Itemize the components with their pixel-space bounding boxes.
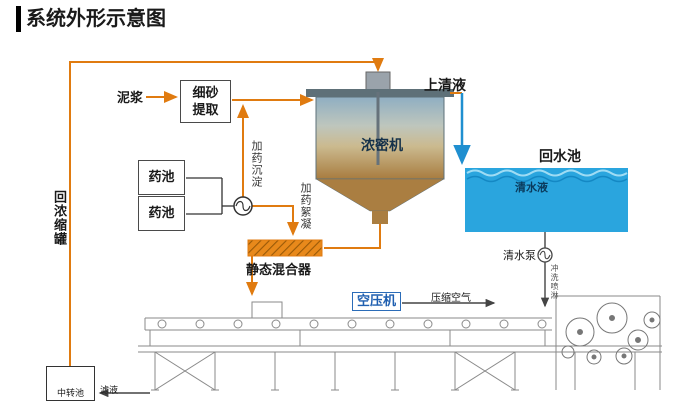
- thickener-shape: [306, 71, 454, 224]
- flow-lines-orange: [69, 58, 462, 366]
- air-compressor-box: 空压机: [352, 292, 401, 311]
- label-static-mixer: 静态混合器: [246, 262, 312, 277]
- chem-connector-lines: [186, 177, 234, 215]
- label-dosing-flocculation: 加药絮凝: [299, 182, 311, 230]
- belt-press-shape: [138, 295, 662, 391]
- water-air-lines: [98, 232, 550, 398]
- belt-press-rollers: [561, 302, 661, 365]
- transfer-pool-label: 中转池: [56, 387, 84, 398]
- label-clear-water-pump: 清水泵: [503, 250, 536, 262]
- chem-pool-box-1: 药池: [138, 160, 185, 195]
- page-title: 系统外形示意图: [16, 6, 166, 32]
- chem-pool-label-2: 药池: [148, 205, 175, 221]
- transfer-pool-box: 中转池: [46, 366, 95, 401]
- sand-extraction-label-1: 细砂: [192, 85, 219, 101]
- chem-pool-box-2: 药池: [138, 196, 185, 231]
- label-return-pool: 回水池: [539, 148, 581, 164]
- label-clear-water: 清水液: [515, 182, 548, 194]
- label-spray: 冲洗喷淋: [550, 264, 559, 300]
- chem-pool-label-1: 药池: [148, 169, 175, 185]
- label-supernatant: 上清液: [424, 77, 466, 93]
- label-dosing-sedimentation: 加药沉淀: [250, 140, 262, 188]
- sand-extraction-label-2: 提取: [192, 101, 219, 117]
- label-return-concentrate-tank: 回浓缩罐: [52, 190, 67, 246]
- static-mixer-shape: [247, 239, 323, 257]
- sand-extraction-box: 细砂 提取: [180, 80, 231, 123]
- label-compressed-air: 压缩空气: [431, 293, 471, 304]
- dosing-pump-icon: [233, 196, 253, 216]
- air-compressor-label: 空压机: [356, 293, 396, 309]
- label-mud: 泥浆: [117, 90, 144, 105]
- clear-water-pump-icon: [537, 247, 553, 263]
- label-thickener: 浓密机: [361, 137, 403, 153]
- label-filtrate: 滤液: [100, 385, 119, 395]
- return-pool-shape: [465, 168, 628, 232]
